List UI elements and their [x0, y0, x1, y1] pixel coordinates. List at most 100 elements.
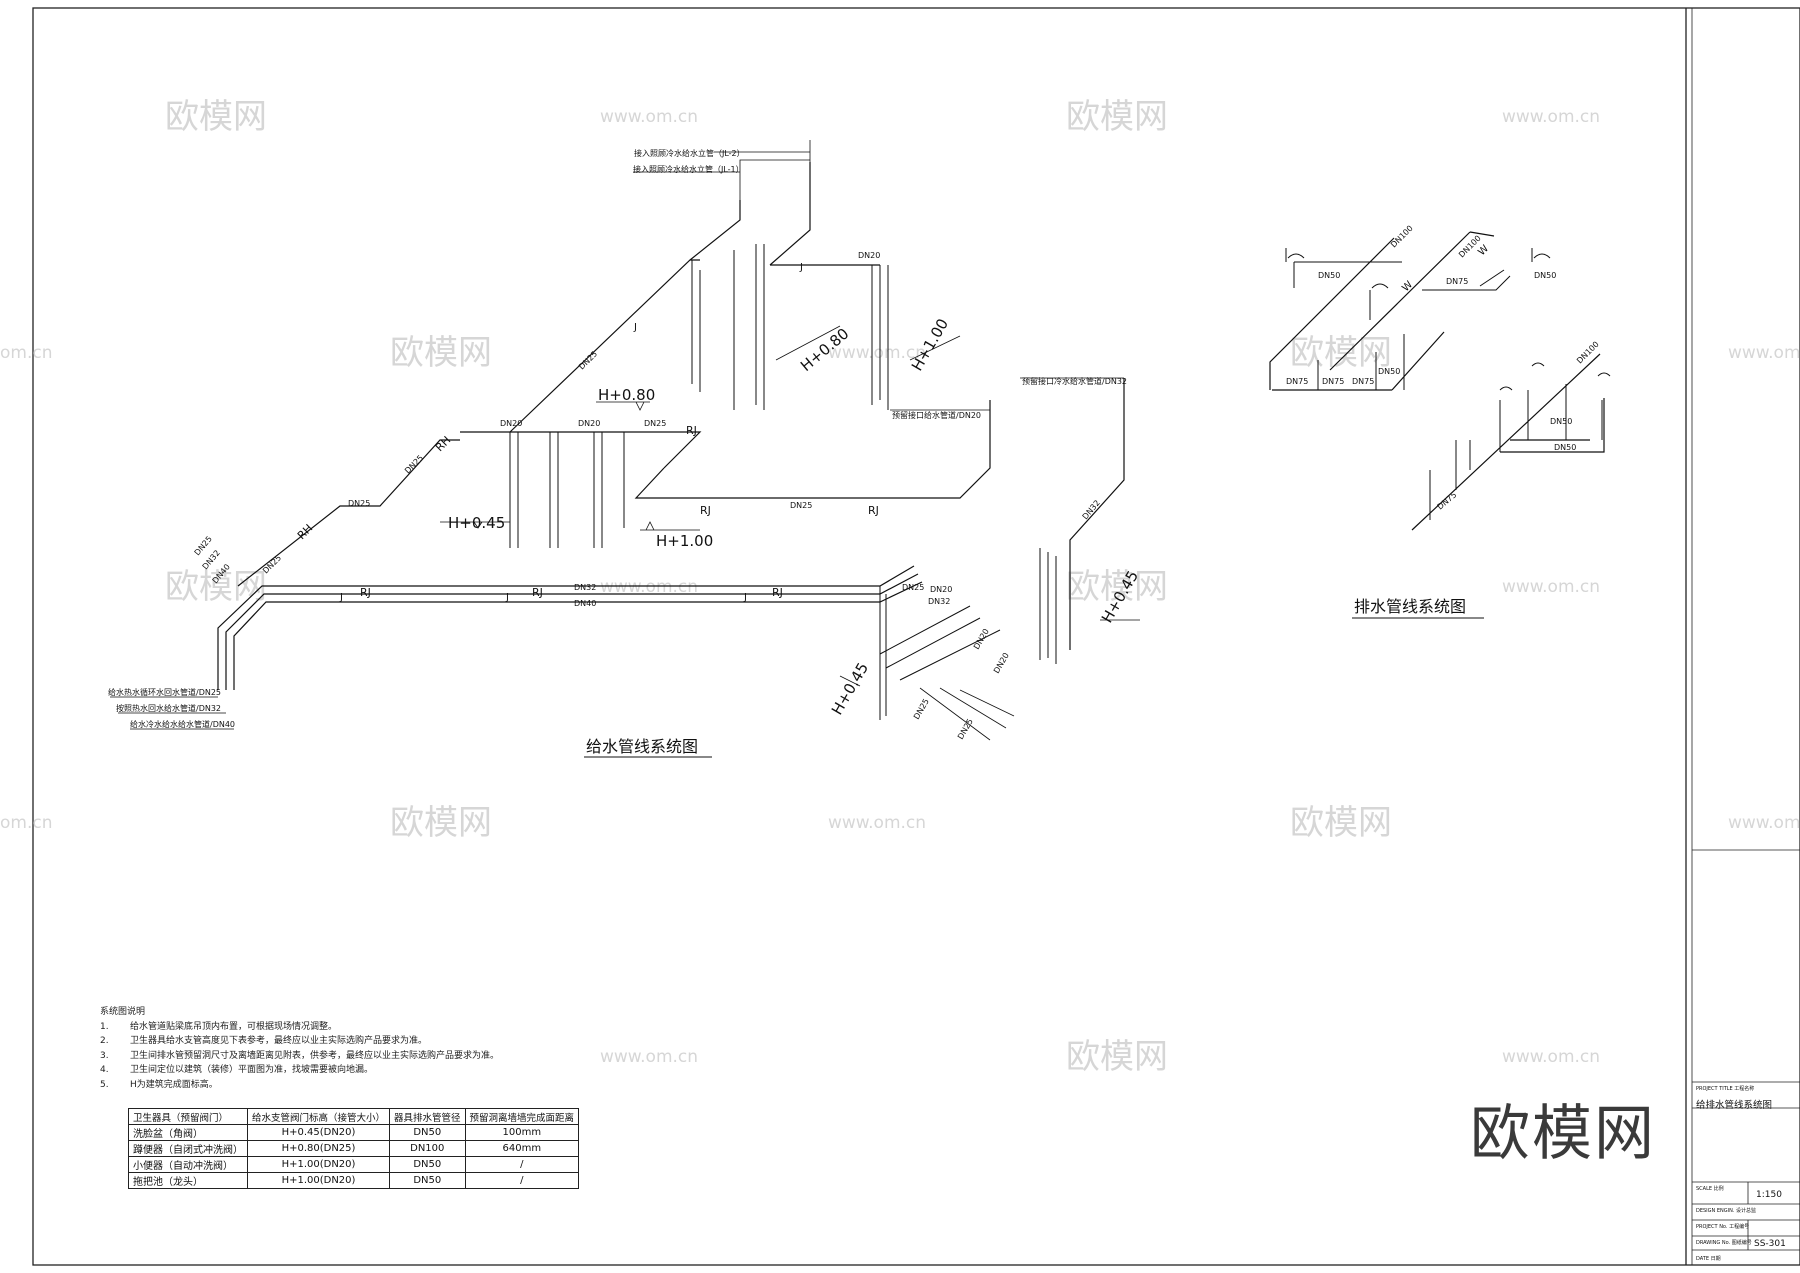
label-h080: H+0.80	[598, 386, 655, 404]
titleblock-text: PROJECT TITLE 工程名称 给排水管线系统图 SCALE 比例 1:1…	[1696, 1085, 1786, 1262]
label-j-4: J	[633, 322, 637, 333]
note-item: 2.卫生器具给水支管高度见下表参考，最终应以业主实际选购产品要求为准。	[100, 1034, 570, 1049]
label-inlet-dn40: 给水冷水给水给水管道/DN40	[130, 719, 235, 729]
label-drain-dn100-3: DN100	[1575, 340, 1601, 366]
drain-diagram-title: 排水管线系统图	[1354, 597, 1466, 616]
pipe-right-risers	[871, 265, 889, 410]
label-drain-dn75-2: DN75	[1322, 377, 1344, 386]
label-drain-dn50-5: DN50	[1554, 443, 1576, 452]
drain-lower-traps	[1499, 362, 1611, 391]
note-number: 5.	[100, 1079, 109, 1090]
tb-scale-label: SCALE 比例	[1696, 1185, 1724, 1192]
tb-date-label: DATE 日期	[1696, 1256, 1721, 1262]
titleblock-lines	[1692, 849, 1800, 1251]
label-dn25-left: DN25	[348, 499, 370, 508]
label-dn20-right: DN20	[930, 585, 952, 594]
pipe-rj-loop	[634, 400, 991, 499]
label-h045: H+0.45	[448, 514, 505, 532]
leader-right-dn25	[919, 687, 1015, 741]
label-rj-5: RJ	[532, 586, 543, 599]
supply-labels: 接入照顾冷水给水立管（JL-2） 接入照顾冷水给水立管（JL-1） 给水热水循环…	[108, 148, 1142, 756]
supply-diagram	[110, 140, 1140, 741]
label-jl1: 接入照顾冷水给水立管（JL-1）	[633, 164, 744, 174]
label-dn20-upper: DN20	[500, 419, 522, 428]
tb-drawing-title: 给排水管线系统图	[1696, 1099, 1772, 1111]
drain-lower-main	[1411, 353, 1605, 531]
note-text: 给水管道贴梁底吊顶内布置，可根据现场情况调整。	[130, 1021, 338, 1032]
drain-floor-traps	[1287, 253, 1551, 289]
outer-frame	[32, 7, 1800, 1266]
watermark-logo: 欧模网	[390, 333, 492, 373]
table-cell: H+0.45(DN20)	[246, 1124, 391, 1141]
label-rh-2: RH	[433, 434, 453, 454]
label-j-1: J	[339, 592, 343, 603]
watermarks: 欧模网 www.om.cn 欧模网 www.om.cn om.cn 欧模网 ww…	[0, 97, 1800, 1077]
drain-main-2	[1329, 231, 1495, 371]
pipe-right-group	[879, 548, 1057, 720]
drain-stubs	[1293, 262, 1405, 390]
watermark-logo: 欧模网	[1066, 1037, 1168, 1077]
pipe-fixture-drops	[509, 432, 625, 548]
table-row: 小便器（自动冲洗阀） H+1.00(DN20) DN50 /	[128, 1156, 580, 1173]
pipe-reserved-dn32	[1069, 378, 1125, 650]
watermark-logo: 欧模网	[165, 97, 267, 137]
note-text: H为建筑完成面标高。	[130, 1079, 218, 1090]
note-item: 3.卫生间排水管预留洞尺寸及离墙距离见附表，供参考，最终应以业主实际选购产品要求…	[100, 1049, 570, 1064]
label-dn25-right: DN25	[902, 583, 924, 592]
elev-marker-h045	[440, 521, 510, 529]
pipe-dn32-main	[225, 573, 919, 690]
label-drain-dn50-4: DN50	[1550, 417, 1572, 426]
label-drain-w-1: W	[1400, 279, 1415, 294]
watermark-logo: 欧模网	[1066, 567, 1168, 607]
supply-diagram-title: 给水管线系统图	[586, 737, 698, 756]
label-reserved-dn32: 预留接口冷水给水管道/DN32	[1022, 376, 1127, 386]
drain-bottom-run	[1272, 331, 1445, 391]
label-dn20-upper-2: DN20	[578, 419, 600, 428]
pipe-rh-riser	[237, 439, 460, 587]
watermark-url: www.om.cn	[600, 577, 698, 597]
leader-jl1	[739, 159, 810, 220]
table-cell: /	[464, 1172, 580, 1189]
table-cell: /	[464, 1156, 580, 1173]
label-dn25-loop: DN25	[790, 501, 812, 510]
label-j-3: J	[743, 592, 747, 603]
watermark-url: www.om.cn	[1502, 577, 1600, 597]
table-cell: 蹲便器（自闭式冲洗阀）	[128, 1140, 248, 1157]
watermark-logo: 欧模网	[390, 803, 492, 843]
drain-main-1	[1269, 237, 1395, 390]
label-h045-lower: H+0.45	[828, 659, 872, 718]
label-drain-dn50-1: DN50	[1318, 271, 1340, 280]
elev-marker-h100-a	[640, 521, 700, 531]
watermark-logo: 欧模网	[165, 567, 267, 607]
table-header: 预留洞离墙墙完成面距离	[464, 1108, 580, 1125]
pipe-j-diagonal-2	[689, 200, 741, 261]
drain-lower-stubs	[1429, 384, 1603, 520]
table-cell: H+1.00(DN20)	[246, 1156, 391, 1173]
notes-heading: 系统图说明	[100, 1007, 146, 1017]
watermark-url: om.cn	[0, 343, 53, 363]
table-cell: 小便器（自动冲洗阀）	[128, 1156, 248, 1173]
table-cell: DN100	[389, 1140, 466, 1157]
label-dn25-upper: DN25	[644, 419, 666, 428]
table-row: 洗脸盆（角阀） H+0.45(DN20) DN50 100mm	[128, 1124, 580, 1141]
label-inlet-dn32: 按照热水回水给水管道/DN32	[116, 703, 221, 713]
label-drain-dn75-1: DN75	[1286, 377, 1308, 386]
label-dn25-riser: DN25	[403, 453, 425, 475]
watermark-url: www.om.cn	[1728, 813, 1800, 833]
note-item: 1.给水管道贴梁底吊顶内布置，可根据现场情况调整。	[100, 1020, 570, 1035]
elev-marker-tilted	[775, 325, 961, 361]
table-cell: H+0.80(DN25)	[246, 1140, 391, 1157]
note-number: 4.	[100, 1065, 109, 1076]
watermark-logo: 欧模网	[1290, 803, 1392, 843]
label-rj-3: RJ	[868, 504, 879, 517]
pipe-j-diagonal-1	[509, 259, 700, 433]
riser-label-leaders	[633, 151, 810, 173]
label-dn32-reserved: DN32	[1081, 498, 1102, 521]
label-dn25-inlet: DN25	[261, 553, 283, 575]
tb-scale: 1:150	[1756, 1190, 1782, 1200]
tb-designer-label: DESIGN ENGIN. 设计总监	[1696, 1207, 1756, 1214]
table-cell: 640mm	[464, 1140, 580, 1157]
tb-project-no-label: PROJECT No. 工程编号	[1696, 1223, 1749, 1230]
tb-drawing-no-label: DRAWING No. 图纸编号	[1696, 1239, 1752, 1246]
drain-fixtures	[1285, 248, 1533, 262]
